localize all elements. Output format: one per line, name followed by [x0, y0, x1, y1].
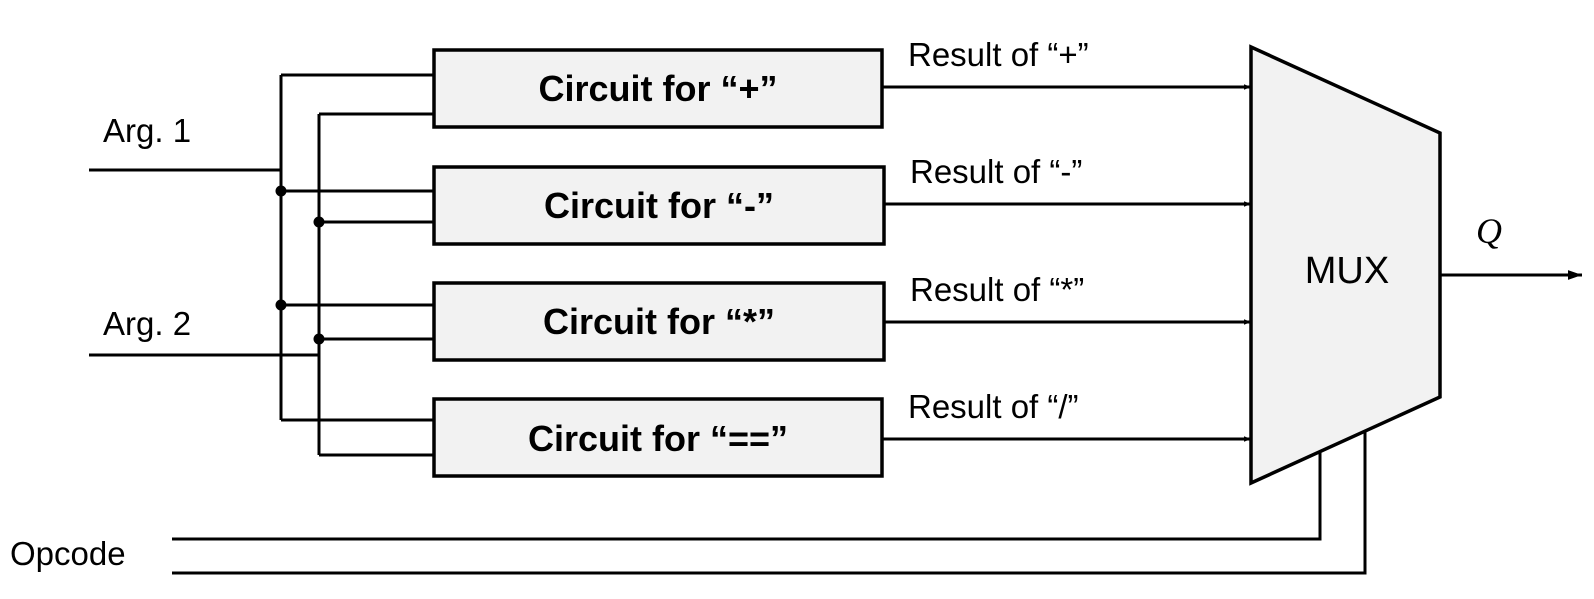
result-minus-label: Result of “-” — [910, 153, 1082, 190]
circuit-minus-box — [432, 165, 886, 246]
result-mult-label: Result of “*” — [910, 271, 1084, 308]
circuit-mult-label: Circuit for “*” — [543, 301, 775, 342]
junction-dot — [313, 333, 325, 345]
mux-label: MUX — [1305, 250, 1389, 292]
mux-block — [1249, 44, 1442, 486]
circuit-plus-box — [432, 48, 884, 129]
result-plus-label: Result of “+” — [908, 36, 1089, 73]
circuit-minus-label: Circuit for “-” — [544, 185, 774, 226]
circuit-mult-box — [432, 281, 886, 362]
opcode-label: Opcode — [10, 535, 126, 572]
result-div-label: Result of “/” — [908, 388, 1079, 425]
junction-dot — [275, 299, 287, 311]
junction-dot — [275, 185, 287, 197]
circuit-plus-label: Circuit for “+” — [538, 68, 777, 109]
arg1-label: Arg. 1 — [103, 112, 191, 149]
junction-dot — [313, 216, 325, 228]
circuit-eq-box — [432, 397, 884, 478]
opcode-line-1 — [172, 451, 1322, 541]
output-q-label: Q — [1476, 211, 1502, 251]
opcode-line-2 — [172, 431, 1367, 575]
arg2-label: Arg. 2 — [103, 305, 191, 342]
circuit-eq-label: Circuit for “==” — [528, 418, 788, 459]
